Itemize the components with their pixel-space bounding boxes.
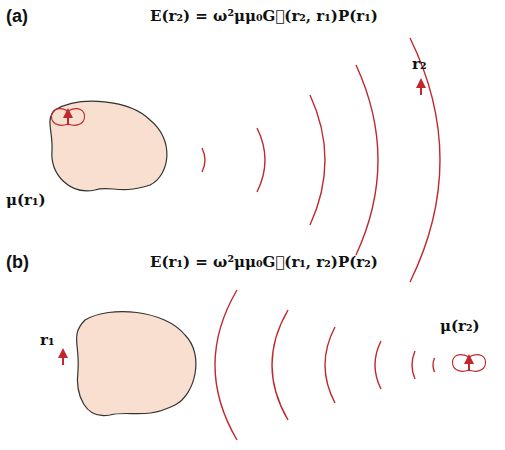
dipole-label: μ(r₂) bbox=[440, 318, 480, 335]
dipole-label: μ(r₁) bbox=[6, 192, 46, 209]
wavefront bbox=[412, 351, 415, 379]
wavefront bbox=[433, 358, 435, 372]
wavefront bbox=[410, 38, 440, 282]
observation-point bbox=[63, 353, 64, 365]
panel-label: (a) bbox=[6, 6, 28, 27]
observation-point bbox=[421, 83, 422, 95]
wavefront bbox=[356, 65, 378, 255]
wavefront bbox=[310, 95, 325, 225]
dipole-source bbox=[52, 109, 85, 126]
scatterer-object bbox=[50, 101, 167, 190]
wavefront bbox=[257, 128, 265, 192]
dipole-source bbox=[453, 355, 486, 372]
wavefront bbox=[375, 341, 381, 389]
wavefront bbox=[202, 148, 205, 172]
point-label: r₂ bbox=[412, 56, 426, 73]
equation: E(r₂) = ω²μμ₀G⃡(r₂, r₁)P(r₁) bbox=[150, 8, 378, 25]
wavefront bbox=[272, 310, 288, 420]
panel-label: (b) bbox=[6, 252, 29, 273]
wavefront bbox=[325, 327, 335, 403]
scatterer-object bbox=[77, 312, 196, 416]
wavefront bbox=[215, 290, 237, 440]
equation: E(r₁) = ω²μμ₀G⃡(r₁, r₂)P(r₂) bbox=[150, 254, 378, 271]
point-label: r₁ bbox=[40, 332, 54, 349]
